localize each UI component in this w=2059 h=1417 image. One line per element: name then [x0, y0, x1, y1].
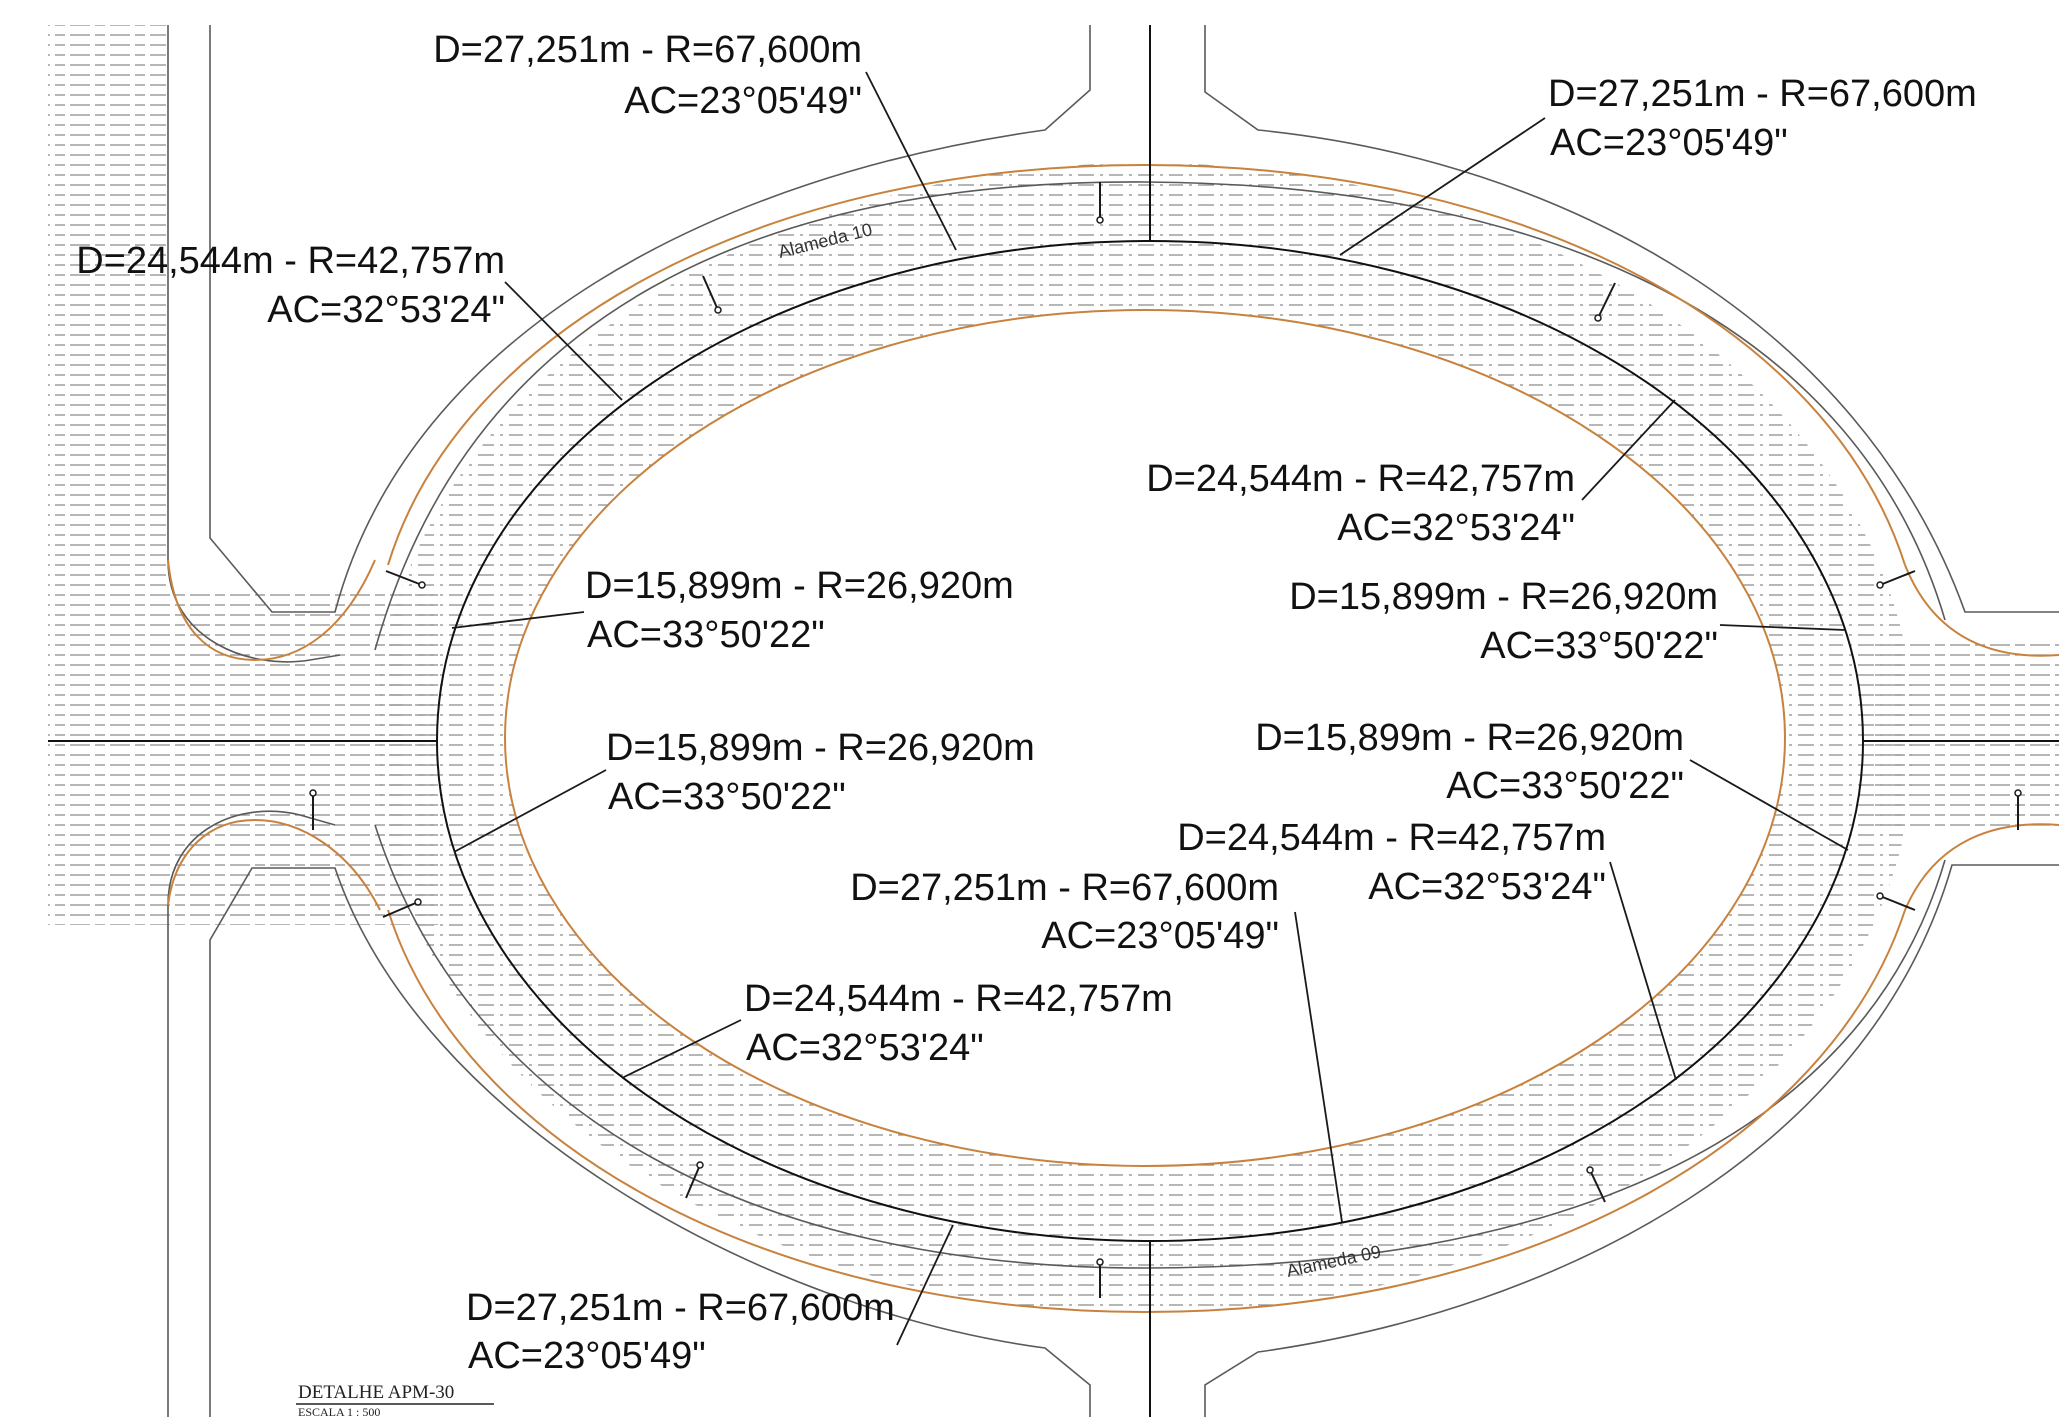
curve-label-4-ac: AC=32°53'24" — [1337, 507, 1575, 549]
curve-label-8-dr: D=15,899m - R=26,920m — [1255, 717, 1684, 759]
leader-lines — [451, 71, 1849, 1346]
curve-label-6-ac: AC=33°50'22" — [1480, 625, 1718, 667]
curve-label-5-ac: AC=33°50'22" — [587, 614, 825, 656]
curve-label-10-dr: D=27,251m - R=67,600m — [850, 867, 1279, 909]
curve-label-3-ac: AC=32°53'24" — [267, 289, 505, 331]
curve-label-9-ac: AC=32°53'24" — [1368, 866, 1606, 908]
drawing-title: DETALHE APM-30 — [298, 1382, 454, 1403]
curve-label-5-dr: D=15,899m - R=26,920m — [585, 565, 1014, 607]
curve-label-7-ac: AC=33°50'22" — [608, 776, 846, 818]
block-outlines — [167, 25, 2059, 1417]
curve-annotations: D=27,251m - R=67,600m AC=23°05'49" D=27,… — [76, 29, 1977, 1377]
curve-label-10-ac: AC=23°05'49" — [1041, 915, 1279, 957]
curve-label-11-ac: AC=32°53'24" — [746, 1027, 984, 1069]
curve-label-3-dr: D=24,544m - R=42,757m — [76, 240, 505, 282]
curve-label-6-dr: D=15,899m - R=26,920m — [1289, 576, 1718, 618]
curve-label-11-dr: D=24,544m - R=42,757m — [744, 978, 1173, 1020]
curve-label-12-ac: AC=23°05'49" — [468, 1335, 706, 1377]
curve-label-9-dr: D=24,544m - R=42,757m — [1177, 817, 1606, 859]
curve-label-1-dr: D=27,251m - R=67,600m — [433, 29, 862, 71]
drawing-scale: ESCALA 1 : 500 — [298, 1405, 380, 1417]
curve-label-4-dr: D=24,544m - R=42,757m — [1146, 458, 1575, 500]
curve-label-1-ac: AC=23°05'49" — [624, 80, 862, 122]
title-block: DETALHE APM-30 ESCALA 1 : 500 — [296, 1382, 494, 1417]
curve-label-8-ac: AC=33°50'22" — [1446, 765, 1684, 807]
curve-ticks — [309, 182, 2022, 1298]
curve-label-7-dr: D=15,899m - R=26,920m — [606, 727, 1035, 769]
curve-label-12-dr: D=27,251m - R=67,600m — [466, 1287, 895, 1329]
curve-label-2-dr: D=27,251m - R=67,600m — [1548, 73, 1977, 115]
curve-label-2-ac: AC=23°05'49" — [1550, 122, 1788, 164]
road-centerlines — [48, 25, 2059, 1417]
property-edge — [167, 163, 2059, 1314]
